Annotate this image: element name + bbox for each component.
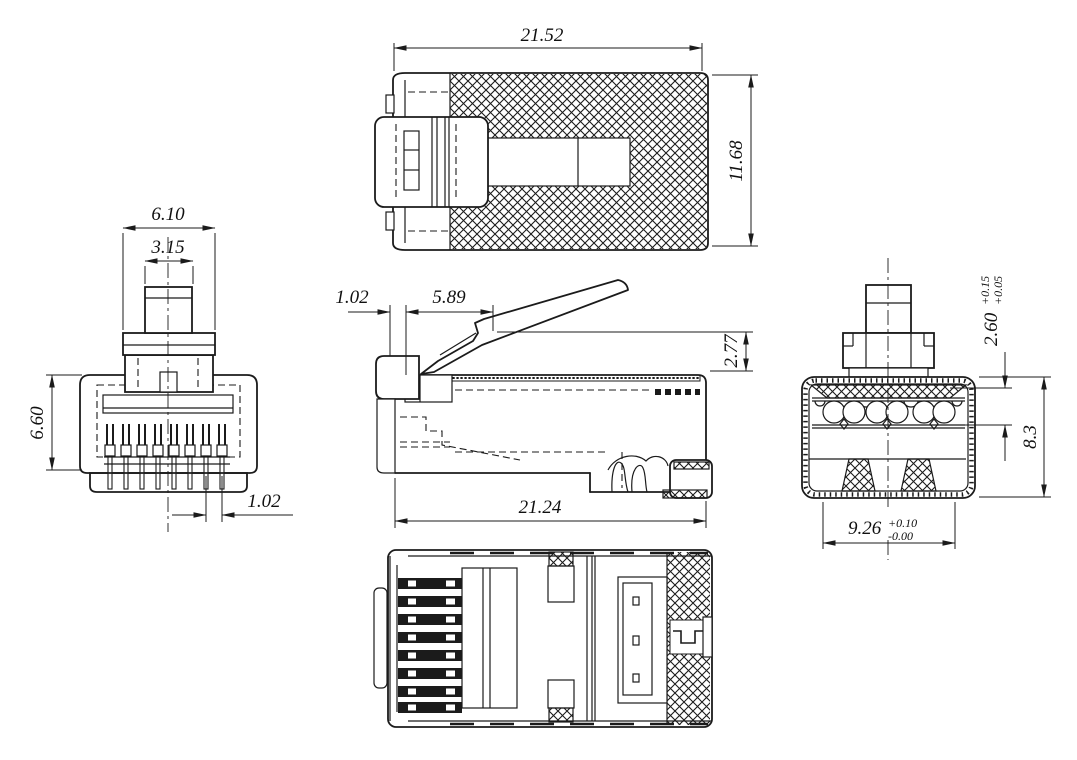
dim-rear-body-height: 8.3 [1020, 425, 1041, 449]
housing-step-top [385, 94, 395, 114]
shell-hatch-border [803, 378, 974, 497]
top-view: 21.52 11.68 [374, 25, 758, 251]
dim-top-width: 21.52 [521, 25, 564, 46]
dim-side-body-length: 21.24 [519, 497, 562, 518]
latch-tab-front [144, 286, 193, 334]
front-view: 6.10 3.15 6.60 1.02 [27, 204, 293, 532]
dim-rear-body-width: 9.26 +0.10 -0.00 [848, 516, 917, 543]
rear-view: 2.60 +0.15 +0.05 8.3 9.26 +0.10 -0.00 [801, 258, 1051, 560]
housing-step-bottom [385, 211, 395, 231]
cable-crimp-curl [611, 461, 629, 493]
svg-text:+0.05: +0.05 [991, 276, 1005, 305]
dim-side-front-offset: 1.02 [335, 287, 369, 308]
svg-text:2.60: 2.60 [981, 312, 1002, 346]
dim-rear-latch-depth: 2.60 +0.15 +0.05 [978, 276, 1005, 346]
dim-front-body-height: 6.60 [27, 406, 48, 440]
rear-leg-right [900, 458, 937, 492]
svg-text:+0.10: +0.10 [888, 516, 917, 530]
clamp-cutout [669, 619, 707, 655]
bottom-view [373, 549, 713, 728]
dim-front-tab-width: 3.15 [150, 237, 184, 258]
latch-shoulder [122, 332, 216, 356]
shield-edge-band [449, 374, 701, 382]
dim-side-latch-height: 2.77 [721, 333, 742, 368]
svg-text:-0.00: -0.00 [888, 529, 913, 543]
rear-top-crosshatch [809, 384, 968, 399]
dim-front-pin-pitch: 1.02 [247, 491, 281, 512]
svg-text:9.26: 9.26 [848, 518, 882, 539]
dim-side-latch-offset: 5.89 [432, 287, 466, 308]
rear-latch-shoulder [842, 332, 935, 369]
rear-latch-tab [865, 284, 912, 334]
cable-channel [467, 137, 631, 187]
bottom-nose [373, 587, 388, 689]
dim-front-head-width: 6.10 [151, 204, 185, 225]
rear-leg-left [841, 458, 876, 492]
plug-nose [375, 355, 420, 400]
dim-top-height: 11.68 [726, 140, 747, 182]
svg-text:+0.15: +0.15 [978, 276, 992, 305]
clamp-staple [673, 630, 703, 644]
latch-lever [420, 279, 629, 375]
side-view: 1.02 5.89 2.77 21.24 [335, 279, 753, 528]
